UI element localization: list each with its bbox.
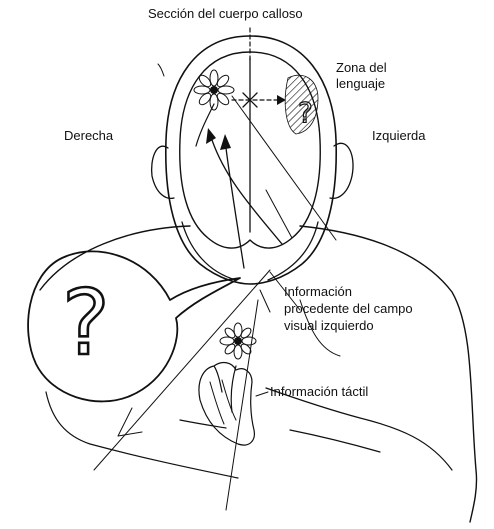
tactile-arrow-head [220,134,231,150]
hand-icon [199,363,254,446]
brain-question-mark-icon: ? [298,96,313,129]
visual-info-label-1: Información [284,284,352,299]
right-forearm [266,388,452,470]
corpus-callosum-label: Sección del cuerpo calloso [148,6,303,21]
tactile-pathway-arrow [226,148,244,268]
bubble-question-mark-icon: ? [62,271,110,376]
visual-arrow-head [206,128,216,144]
pointer-line-info-2 [260,290,270,312]
left-arm-outline [46,392,238,478]
language-zone-label-1: Zona del [336,60,387,75]
visual-pathway-arrow [212,140,282,244]
tactile-info-label: Información táctil [270,384,368,399]
visual-info-label-3: visual izquierdo [284,318,374,333]
pointer-line-left [94,270,270,470]
visual-info-label-2: procedente del campo [284,301,413,316]
left-hemisphere-label: Izquierda [372,128,425,143]
flower-icon [194,70,234,146]
right-hemisphere-label: Derecha [64,128,113,143]
head-outline [166,36,336,284]
right-ear [152,146,174,198]
blocked-arrow-head [277,95,286,105]
tactile-leader-line [256,392,268,396]
thought-bubble [28,251,240,401]
hair-mark [158,64,164,76]
language-zone-label-2: lenguaje [336,76,385,91]
optic-line [266,190,292,238]
